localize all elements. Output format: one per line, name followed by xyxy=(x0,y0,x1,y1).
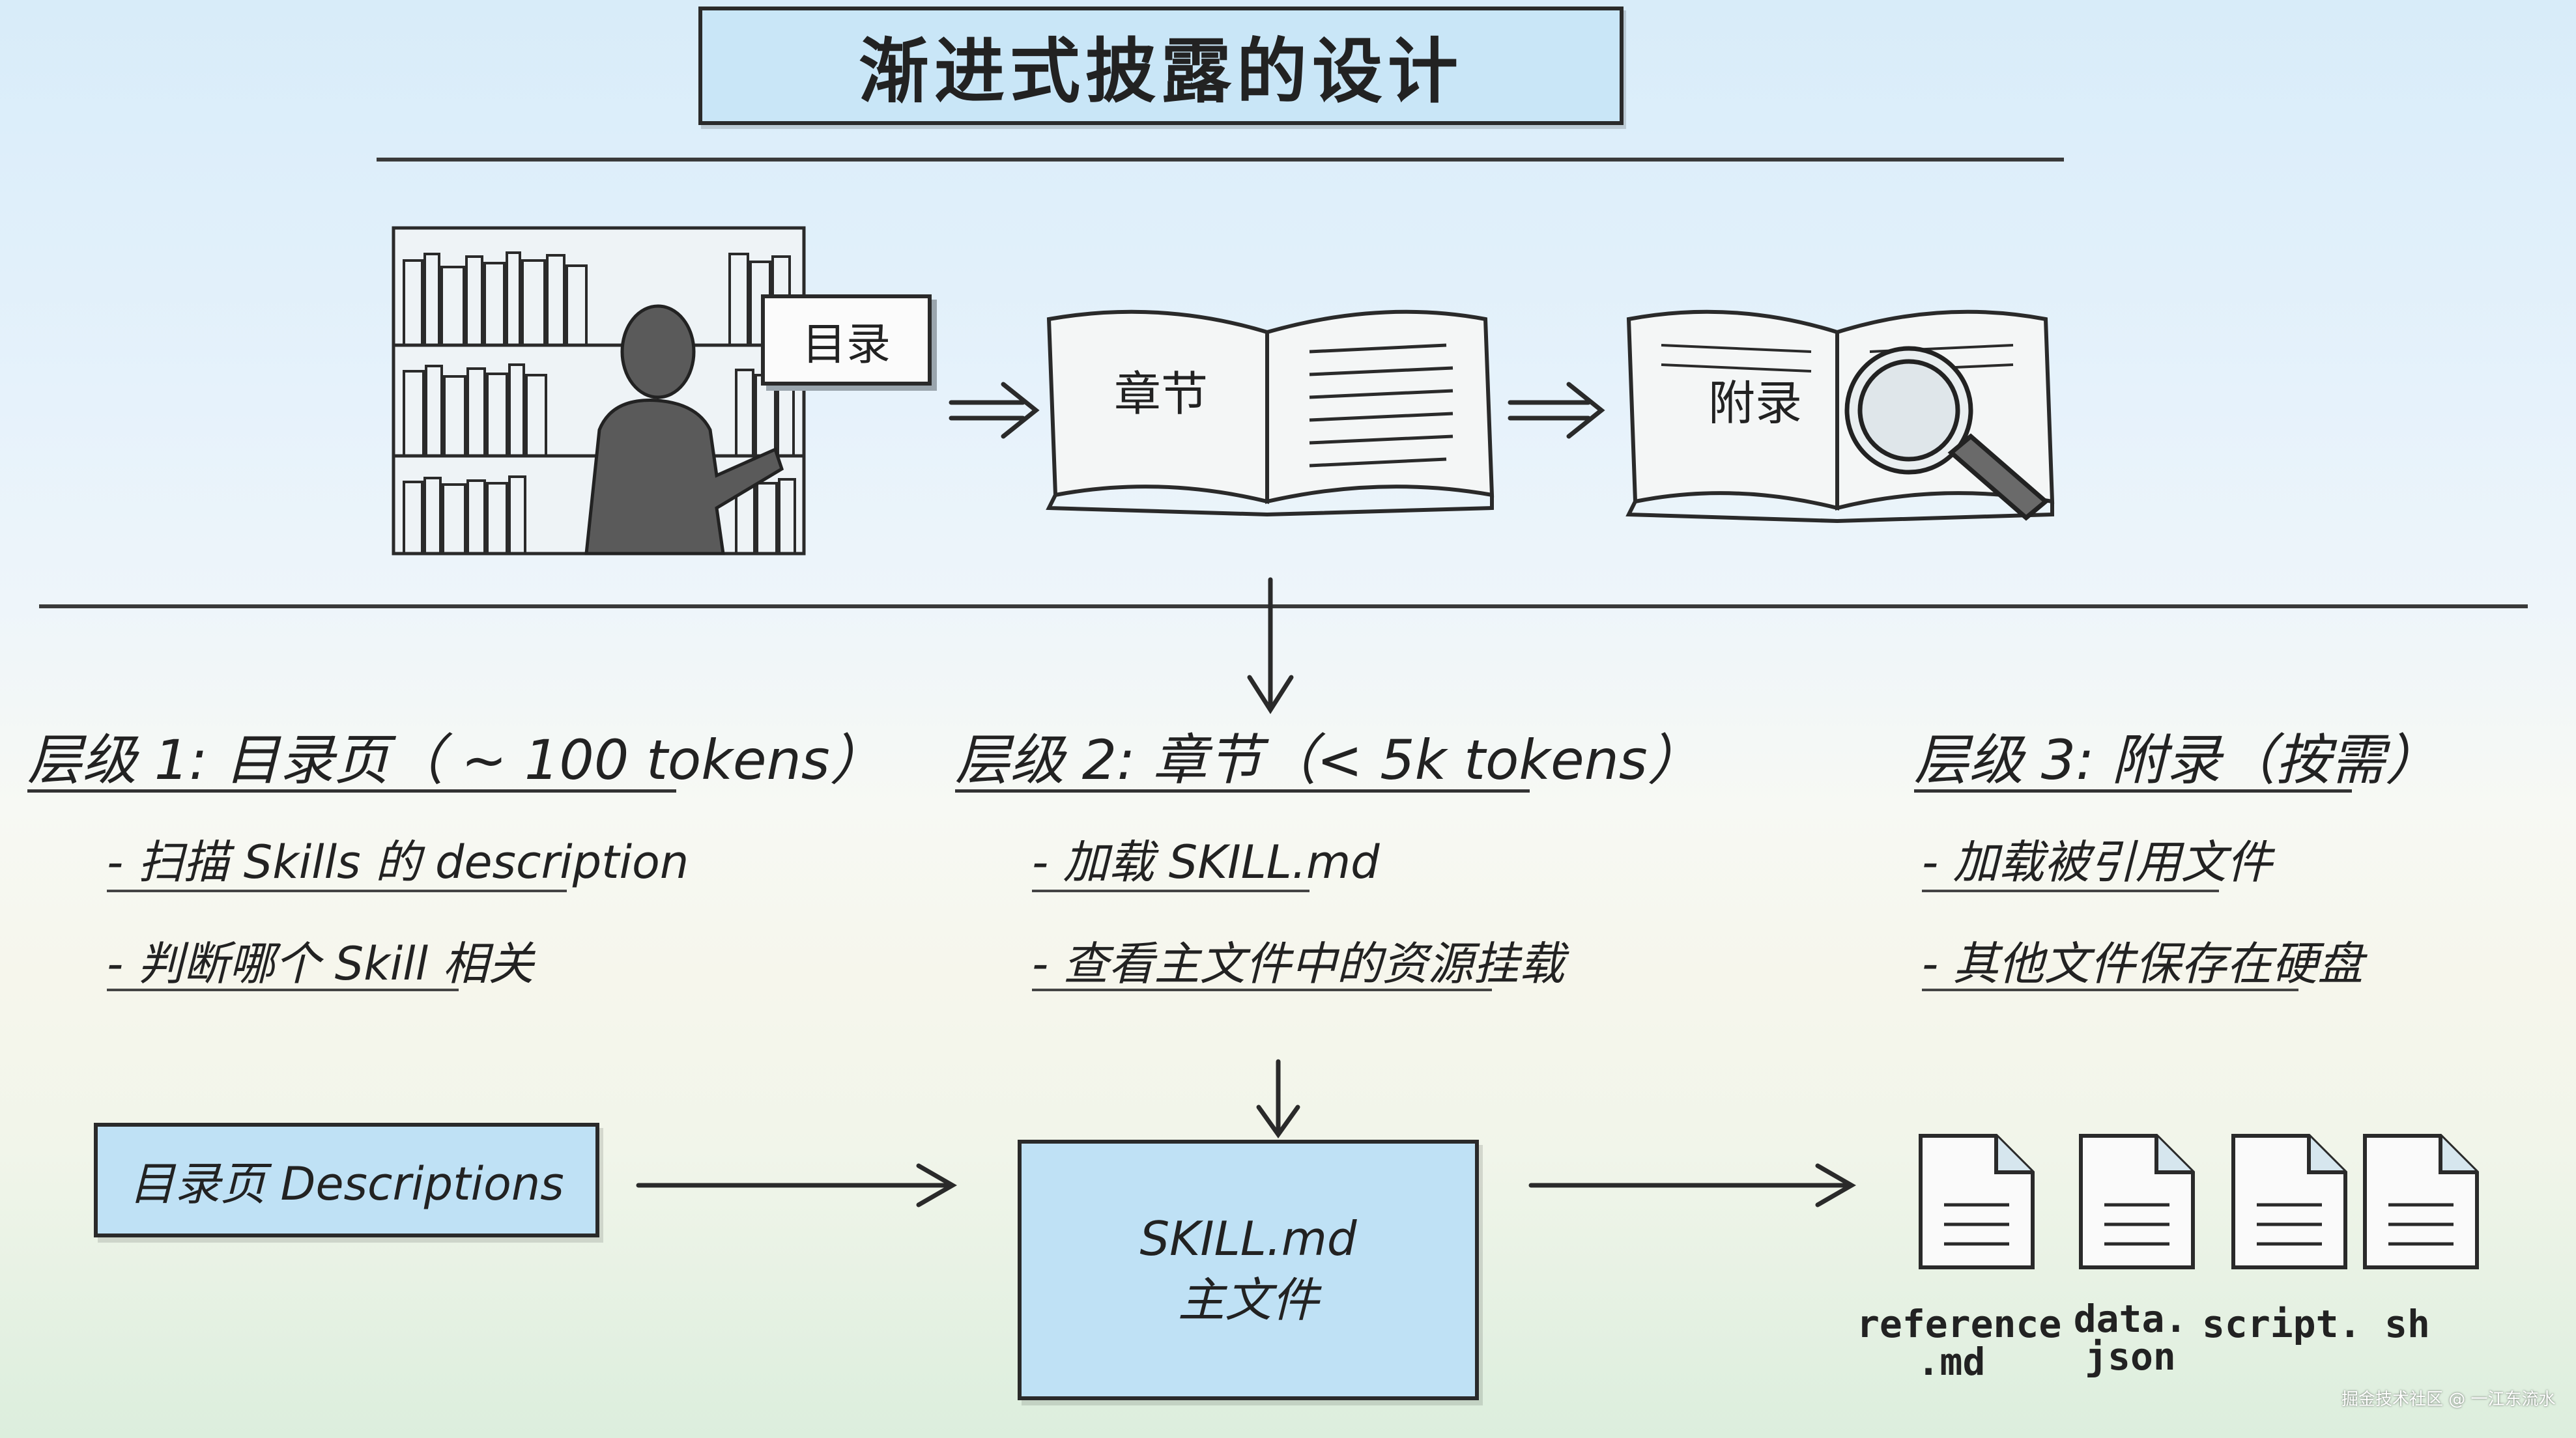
arrow-right-icon xyxy=(636,1163,958,1207)
double-arrow-icon xyxy=(1508,382,1605,439)
file-label-reference: reference .md xyxy=(1857,1302,2062,1384)
file-label-data: data. json xyxy=(2073,1297,2188,1379)
bullet-underline xyxy=(107,890,567,892)
page-title: 渐进式披露的设计 xyxy=(858,31,1463,113)
level-1-bullet-1: - 扫描 Skills 的 description xyxy=(107,836,689,889)
arrow-down-icon xyxy=(1256,1059,1300,1139)
level-2-bullet-2: - 查看主文件中的资源挂载 xyxy=(1032,937,1565,991)
skill-md-main-box: SKILL.md 主文件 xyxy=(1018,1140,1479,1400)
toc-card-label: 目录 xyxy=(801,318,891,371)
chapter-book-label: 章节 xyxy=(1114,367,1209,421)
file-icon xyxy=(2231,1134,2347,1269)
watermark: 掘金技术社区 @ 一江东流水 xyxy=(2341,1390,2556,1409)
file-icon xyxy=(1919,1134,2035,1269)
level-1-bullet-2: - 判断哪个 Skill 相关 xyxy=(107,937,534,991)
main-box-caption: 主文件 xyxy=(1177,1273,1319,1327)
bullet-underline xyxy=(1922,989,2298,991)
level-2-underline xyxy=(955,789,1530,793)
level-3-bullet-2: - 其他文件保存在硬盘 xyxy=(1922,937,2364,991)
bullet-underline xyxy=(107,989,459,991)
appendix-book-illustration xyxy=(1625,309,2055,524)
title-banner: 渐进式披露的设计 xyxy=(698,7,1624,125)
main-box-filename: SKILL.md xyxy=(1139,1211,1357,1267)
bullet-underline xyxy=(1922,890,2219,892)
file-label-sh: sh xyxy=(2384,1302,2430,1346)
file-label-script: script. xyxy=(2202,1302,2362,1346)
bullet-underline xyxy=(1032,890,1309,892)
divider-top xyxy=(377,158,2064,162)
file-icon xyxy=(2079,1134,2195,1269)
level-3-bullet-1: - 加载被引用文件 xyxy=(1922,836,2272,889)
arrow-down-icon xyxy=(1247,577,1294,714)
appendix-book-label: 附录 xyxy=(1708,376,1803,430)
toc-card: 目录 xyxy=(761,294,932,386)
level-2-heading: 层级 2: 章节（< 5k tokens） xyxy=(955,728,1702,792)
level-3-heading: 层级 3: 附录（按需） xyxy=(1914,728,2440,792)
level-2-bullet-1: - 加载 SKILL.md xyxy=(1032,836,1380,889)
level-1-underline xyxy=(27,789,676,793)
level-3-underline xyxy=(1914,789,2352,793)
open-book-illustration xyxy=(1046,309,1495,517)
divider-middle xyxy=(39,604,2528,608)
level-1-heading: 层级 1: 目录页（ ~ 100 tokens） xyxy=(27,728,885,792)
bookshelf-person-illustration xyxy=(392,226,806,556)
double-arrow-icon xyxy=(949,382,1040,439)
bullet-underline xyxy=(1032,989,1492,991)
descriptions-box: 目录页 Descriptions xyxy=(94,1123,599,1237)
file-icon xyxy=(2363,1134,2479,1269)
arrow-right-icon xyxy=(1528,1163,1857,1207)
